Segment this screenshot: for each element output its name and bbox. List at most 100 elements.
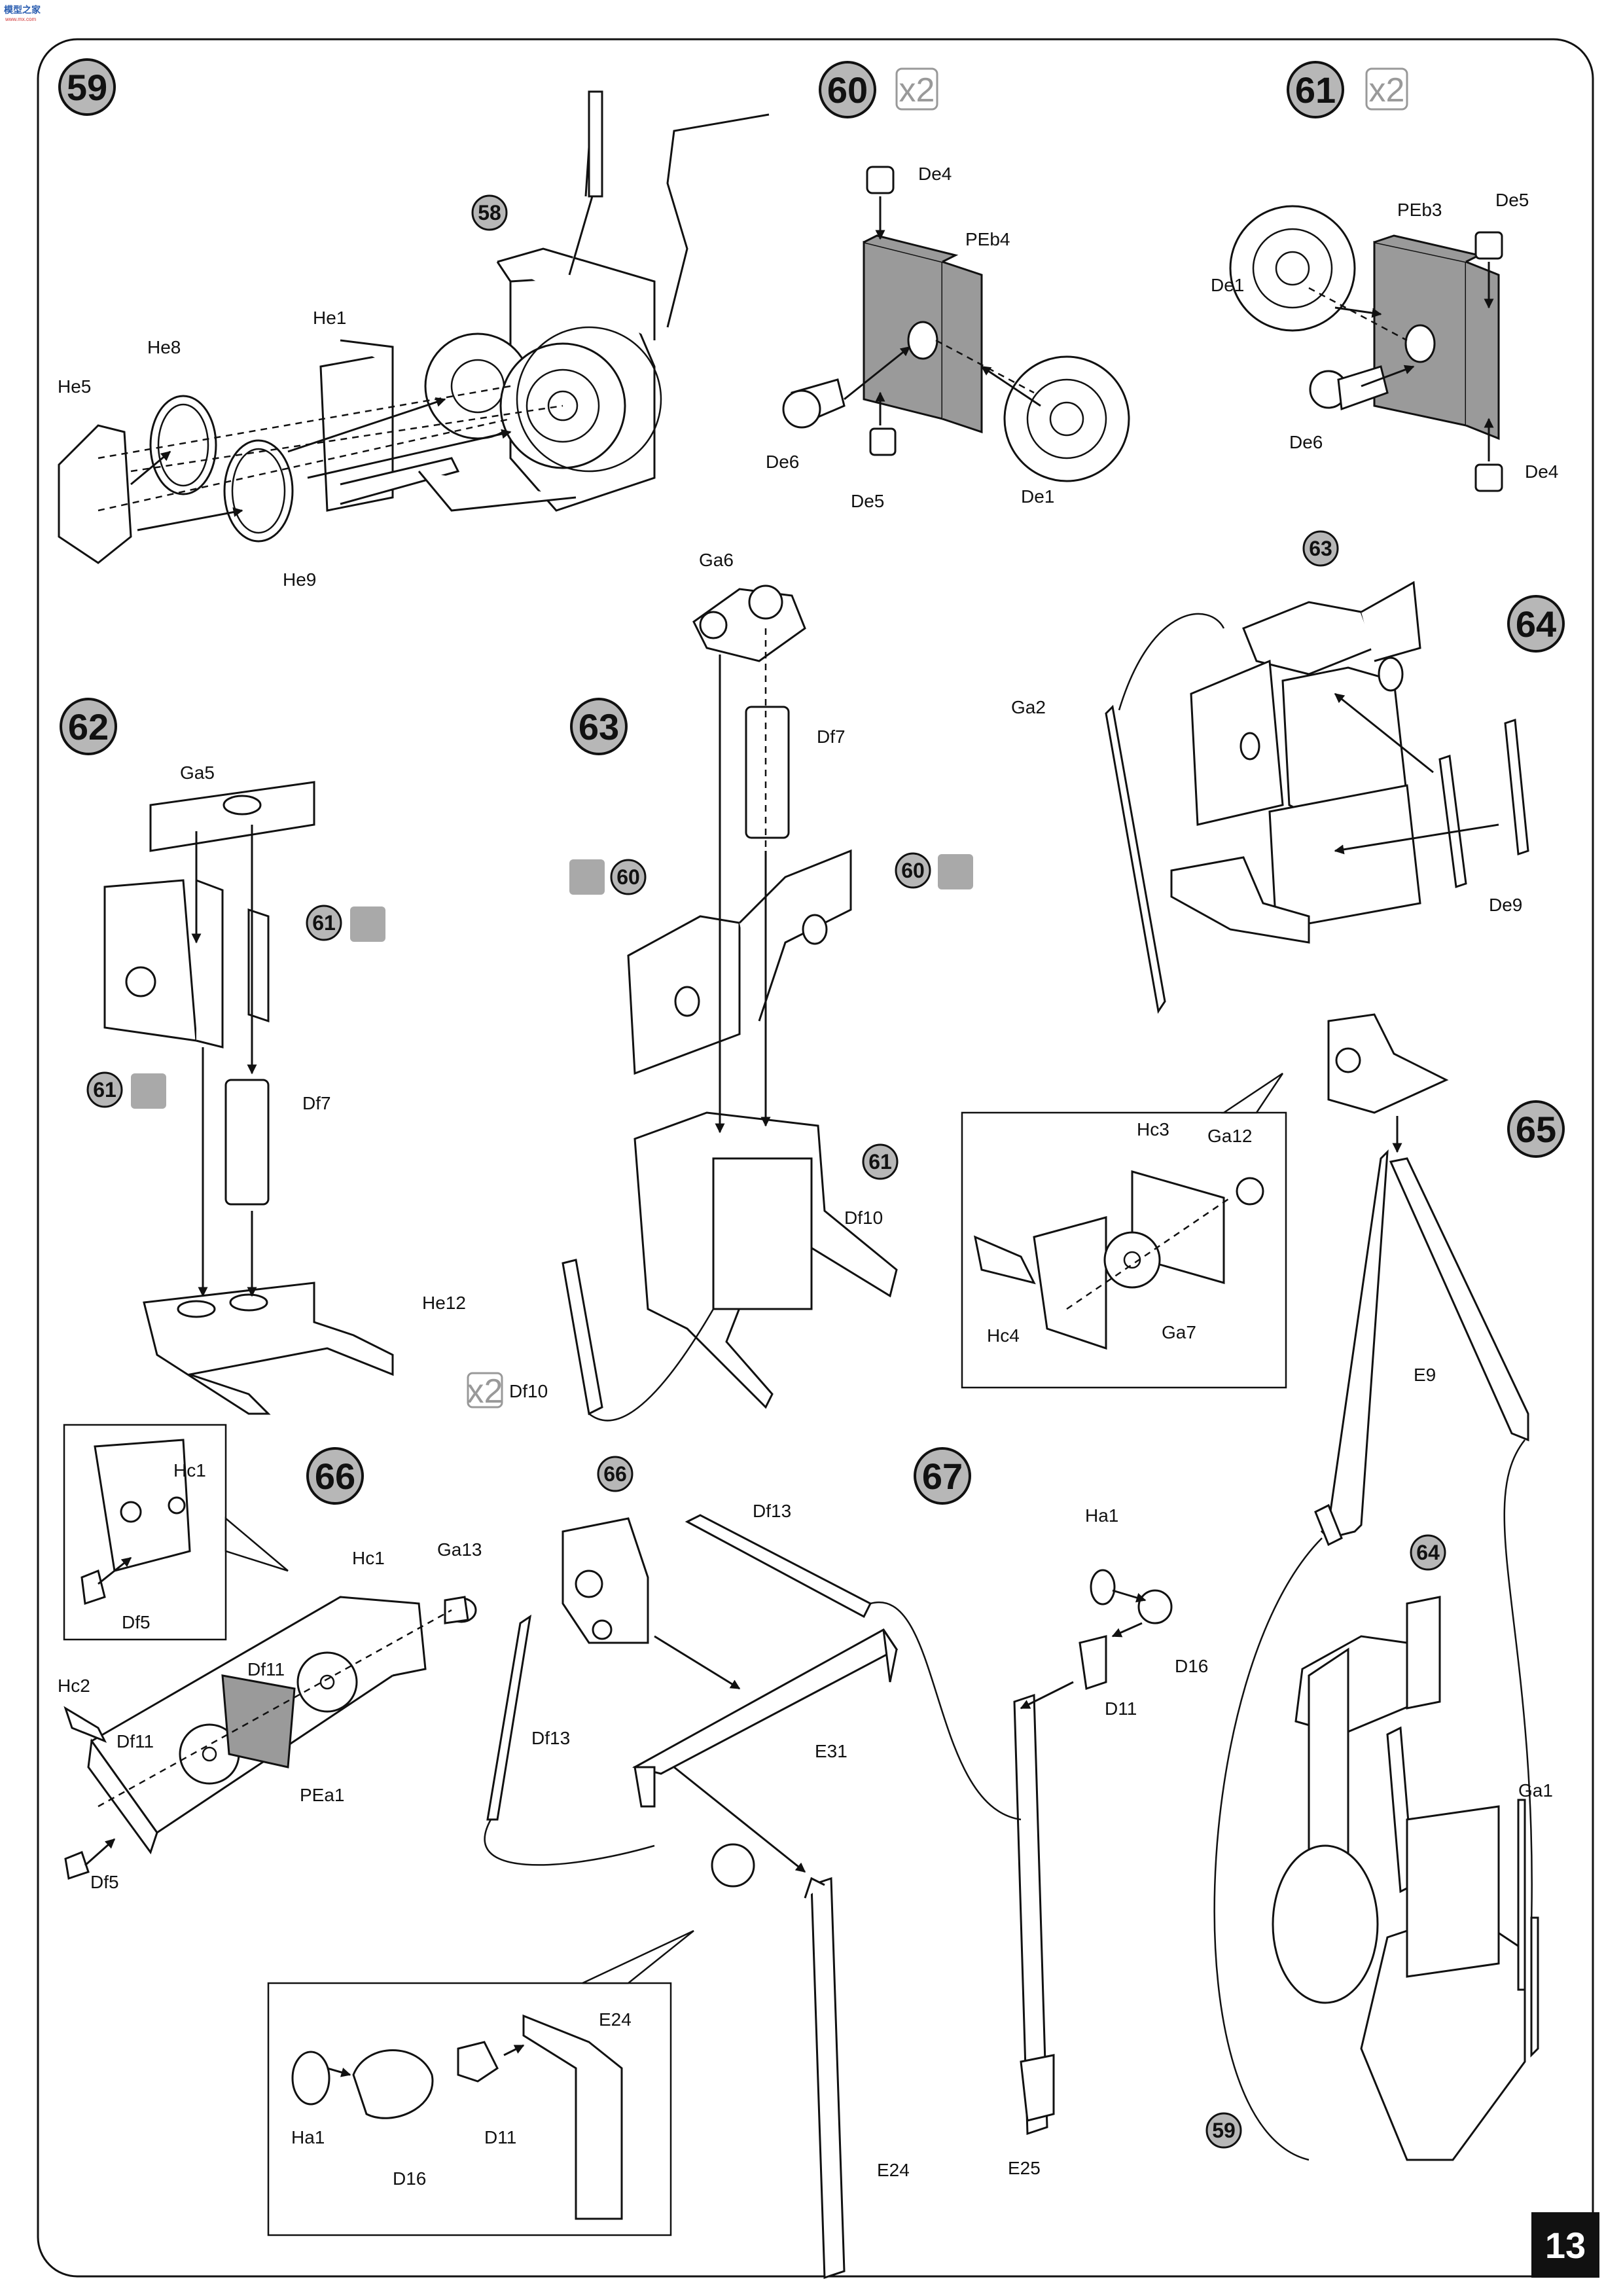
label-Hc2: Hc2 — [58, 1676, 90, 1696]
label-E9: E9 — [1414, 1365, 1436, 1385]
svg-text:64: 64 — [1416, 1541, 1440, 1564]
svg-text:59: 59 — [1212, 2119, 1236, 2142]
step-66: 66 Hc1 Df5 — [58, 1424, 482, 1892]
label-Df13: Df13 — [753, 1501, 791, 1521]
ref-58: 58 — [471, 194, 508, 231]
ref-61: 61 — [86, 1071, 123, 1108]
label-Df7: Df7 — [817, 726, 846, 747]
step-60-drawing — [782, 166, 1130, 482]
step-badge: 67 — [914, 1447, 971, 1505]
step-63-drawing — [562, 584, 898, 1422]
label-E25: E25 — [1008, 2158, 1041, 2178]
svg-text:59: 59 — [67, 67, 107, 108]
ref-60: 60 — [610, 859, 647, 895]
label-PEb4: PEb4 — [965, 229, 1010, 249]
svg-text:63: 63 — [579, 706, 619, 747]
label-De1: De1 — [1021, 486, 1054, 507]
label-Df11: Df11 — [247, 1659, 285, 1679]
label-Ga2: Ga2 — [1011, 697, 1046, 717]
step-64-drawing — [1105, 581, 1529, 1014]
label-Ga12: Ga12 — [1207, 1126, 1253, 1146]
step-64: 64 63 Ga2 De9 — [1011, 530, 1565, 1014]
step-badge: 60 — [819, 61, 876, 118]
step-60: 60 x2 De4 PEb4 De6 De5 De1 — [766, 61, 1130, 511]
step-badge: 66 — [306, 1447, 364, 1505]
ref-66: 66 — [597, 1456, 633, 1492]
svg-text:67: 67 — [922, 1456, 963, 1497]
page-border — [37, 38, 1594, 2278]
ref-59: 59 — [1205, 2112, 1242, 2149]
step-badge: 63 — [570, 698, 628, 755]
svg-text:62: 62 — [68, 706, 109, 747]
label-Ga1: Ga1 — [1518, 1780, 1553, 1801]
svg-text:www.mx.com: www.mx.com — [5, 16, 36, 22]
svg-text:x2: x2 — [899, 71, 935, 109]
page-number: 13 — [1545, 2225, 1586, 2266]
label-E24: E24 — [599, 2009, 632, 2030]
step-59: 59 — [58, 58, 770, 590]
svg-text:x2: x2 — [1369, 71, 1405, 109]
label-Ga5: Ga5 — [180, 762, 215, 783]
svg-text:61: 61 — [1295, 69, 1336, 111]
svg-text:61: 61 — [312, 911, 336, 935]
step-67-drawing — [484, 1514, 1173, 2280]
label-Ha1: Ha1 — [291, 2127, 325, 2147]
label-D16: D16 — [393, 2168, 426, 2189]
remove-icon — [938, 854, 973, 889]
step-62: 62 Ga5 Df7 He12 61 61 — [60, 698, 466, 1415]
label-De6: De6 — [1289, 432, 1323, 452]
label-D11: D11 — [484, 2127, 516, 2147]
step-62-drawing — [103, 781, 394, 1415]
svg-text:66: 66 — [315, 1456, 355, 1497]
svg-text:66: 66 — [603, 1462, 627, 1486]
label-He8: He8 — [147, 337, 181, 357]
svg-text:61: 61 — [93, 1078, 116, 1102]
inset-hc1 — [63, 1424, 289, 1641]
step-badge: 64 — [1507, 595, 1565, 653]
label-Df10: Df10 — [844, 1208, 883, 1228]
label-De4: De4 — [918, 164, 952, 184]
svg-text:61: 61 — [868, 1150, 892, 1174]
remove-icon — [350, 906, 385, 942]
step-65: 65 Hc3 Ga12 Hc4 Ga7 — [961, 1013, 1565, 2161]
label-Df10: Df10 — [509, 1381, 548, 1401]
ref-64: 64 — [1410, 1534, 1446, 1571]
multiplier-x2: x2 — [1365, 67, 1408, 111]
svg-text:60: 60 — [616, 865, 640, 889]
label-PEb3: PEb3 — [1397, 200, 1442, 220]
page-number-block: 13 — [1531, 2212, 1599, 2278]
svg-text:60: 60 — [827, 69, 868, 111]
label-Ga13: Ga13 — [437, 1539, 482, 1560]
label-Df5: Df5 — [90, 1872, 119, 1892]
svg-text:63: 63 — [1309, 537, 1332, 560]
label-De6: De6 — [766, 452, 799, 472]
svg-text:模型之家: 模型之家 — [4, 5, 41, 15]
label-De4: De4 — [1525, 461, 1558, 482]
remove-icon — [131, 1073, 166, 1109]
step-badge: 59 — [58, 58, 116, 116]
label-De5: De5 — [1495, 190, 1529, 210]
svg-text:58: 58 — [478, 201, 501, 224]
ref-63: 63 — [1302, 530, 1339, 567]
label-E24: E24 — [877, 2160, 910, 2180]
label-Df5: Df5 — [122, 1612, 151, 1632]
svg-text:60: 60 — [901, 859, 925, 882]
label-Df11: Df11 — [116, 1731, 154, 1751]
label-De9: De9 — [1489, 895, 1522, 915]
step-61: 61 x2 PEb3 De5 De1 De6 De4 — [1211, 61, 1558, 492]
label-D11: D11 — [1105, 1698, 1137, 1719]
step-badge: 61 — [1287, 61, 1344, 118]
multiplier-x2: x2 — [467, 1372, 503, 1410]
label-Hc1: Hc1 — [352, 1548, 385, 1568]
step-badge: 65 — [1507, 1100, 1565, 1158]
label-Df7: Df7 — [302, 1093, 331, 1113]
label-Ga7: Ga7 — [1162, 1322, 1196, 1342]
label-He12: He12 — [422, 1293, 466, 1313]
label-PEa1: PEa1 — [300, 1785, 345, 1805]
step-65-drawing — [1213, 1013, 1539, 2161]
label-Hc4: Hc4 — [987, 1325, 1020, 1346]
step-67: 67 66 — [267, 1447, 1208, 2280]
label-He1: He1 — [313, 308, 346, 328]
label-De1: De1 — [1211, 275, 1244, 295]
